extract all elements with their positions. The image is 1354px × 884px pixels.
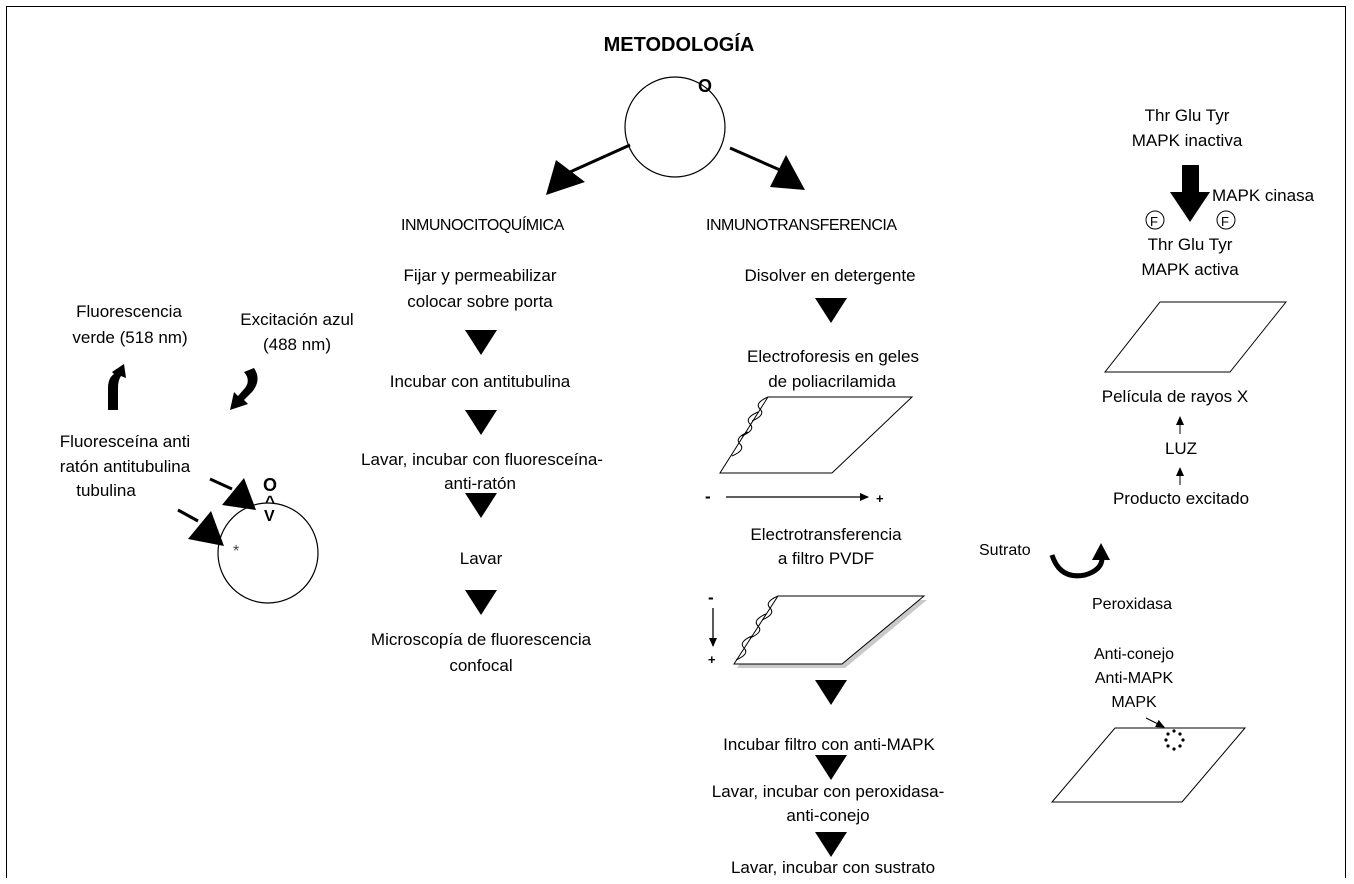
gel-plus: + <box>876 491 884 506</box>
excitation-arrow-icon <box>230 368 258 410</box>
blot-step: Incubar filtro con anti-MAPK <box>723 735 935 754</box>
mapk-spot-icon <box>1164 729 1185 751</box>
antibody-label: Anti-MAPK <box>1094 670 1174 687</box>
kinase-arrow-icon <box>1170 165 1210 222</box>
step-arrow-icon <box>815 755 847 780</box>
icc-step: Lavar <box>459 549 503 568</box>
antibody-label: Anti-conejo <box>1093 646 1175 663</box>
mapk-active-residues: Thr Glu Tyr <box>1147 235 1233 254</box>
step-arrow-icon <box>465 410 497 435</box>
substrate-label: Sutrato <box>979 542 1031 559</box>
phospho-circle <box>1216 210 1236 230</box>
mapk-inactive-label: MAPK inactiva <box>1131 131 1243 150</box>
asterisk-symbol: * <box>233 543 240 560</box>
emission-label: Fluorescencia <box>76 302 182 321</box>
pvdf-filter-icon <box>733 595 927 668</box>
mapk-active-label: MAPK activa <box>1141 260 1239 279</box>
mapk-inactive-residues: Thr Glu Tyr <box>1144 106 1230 125</box>
gel-icon <box>719 396 914 474</box>
film-label: Película de rayos X <box>1101 387 1249 406</box>
left-branch-arrow <box>546 143 631 195</box>
complex-label: ratón antitubulina <box>59 457 191 476</box>
excitation-label: Excitación azul <box>240 310 354 329</box>
peroxidase-label: Peroxidasa <box>1092 596 1173 613</box>
branch-immunoblot: INMUNOTRANSFERENCIA <box>706 217 897 234</box>
blot-step: anti-conejo <box>786 806 870 825</box>
light-label: LUZ <box>1164 439 1198 458</box>
peroxidase-cycle-icon <box>1049 543 1110 579</box>
step-arrow-icon <box>465 493 497 518</box>
blot-step: de poliacrilamida <box>768 372 896 391</box>
antibody-v-symbol: V <box>264 508 275 525</box>
mapk-pointer-arrow <box>1145 717 1165 728</box>
branch-immunocytochemistry: INMUNOCITOQUÍMICA <box>401 217 564 234</box>
blot-step: Electrotransferencia <box>750 525 902 544</box>
phospho-f: F <box>1221 214 1229 229</box>
icc-step: colocar sobre porta <box>407 292 553 311</box>
icc-step: Fijar y permeabilizar <box>403 266 557 285</box>
page-title: METODOLOGÍA <box>603 34 755 56</box>
step-arrow-icon <box>465 330 497 355</box>
excitation-label: (488 nm) <box>262 335 332 354</box>
blot-step: Lavar, incubar con peroxidasa- <box>711 782 945 801</box>
transfer-plus: + <box>708 652 716 667</box>
antibody-o-symbol: O <box>263 475 278 495</box>
step-arrow-icon <box>465 590 497 615</box>
phospho-circle <box>1145 210 1165 230</box>
binding-arrow-icon <box>209 477 256 510</box>
step-arrow-icon <box>815 298 847 323</box>
excited-product-label: Producto excitado <box>1112 489 1250 508</box>
antibody-caret-symbol: ^ <box>265 492 275 511</box>
antibody-label: MAPK <box>1111 694 1157 711</box>
step-arrow-icon <box>815 680 847 705</box>
complex-label: tubulina <box>76 481 136 500</box>
diagram-frame <box>6 6 1346 878</box>
binding-arrow-icon <box>177 508 224 546</box>
phospho-f: F <box>1150 214 1158 229</box>
gel-minus: - <box>705 487 711 506</box>
antibody-cell-circle <box>217 502 319 604</box>
step-arrow-icon <box>815 832 847 857</box>
transfer-minus: - <box>708 588 714 607</box>
blot-step: a filtro PVDF <box>777 549 875 568</box>
cell-label: O <box>698 76 713 96</box>
cell-circle <box>624 76 726 178</box>
icc-step: Microscopía de fluorescencia <box>370 630 592 649</box>
mapk-kinase-label: MAPK cinasa <box>1212 186 1315 205</box>
icc-step: Lavar, incubar con fluoresceína- <box>361 450 603 469</box>
icc-step: Incubar con antitubulina <box>389 372 571 391</box>
complex-label: Fluoresceína anti <box>59 432 191 451</box>
icc-step: anti-ratón <box>444 474 516 493</box>
right-branch-arrow <box>729 146 805 190</box>
blot-step: Lavar, incubar con sustrato <box>730 858 936 877</box>
emission-label: verde (518 nm) <box>72 328 188 347</box>
icc-step: confocal <box>449 656 513 675</box>
emission-arrow-icon <box>108 364 126 410</box>
membrane-icon <box>1050 727 1247 803</box>
xray-film-icon <box>1103 301 1288 373</box>
blot-step: Electroforesis en geles <box>747 347 919 366</box>
blot-step: Disolver en detergente <box>744 266 916 285</box>
